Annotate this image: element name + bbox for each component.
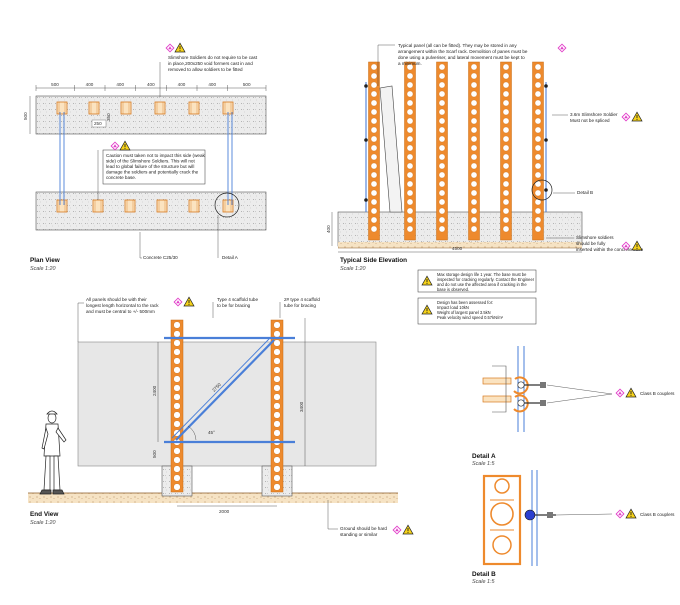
plan-caution-text: Caution must taken not to impact this si…: [106, 153, 206, 180]
detail-b: Class B couplers Detail B Scale 1:5: [472, 470, 675, 585]
warning-triangle-icon: [174, 42, 186, 53]
design-notes: Max storage design life 1 year. The base…: [417, 269, 537, 325]
end-type4-note-2: 2# type 4 scaffold tube for bracing: [284, 297, 321, 308]
plan-concrete-label: Concrete C25/30: [143, 255, 178, 260]
void-former-icon: [120, 101, 132, 115]
coupler-icon: [524, 509, 556, 521]
void-former-icon: [156, 199, 168, 213]
plan-dim-top: 400: [116, 82, 124, 87]
side-ground: [338, 242, 582, 248]
design-load-note: Design has been assessed for: Impact loa…: [437, 300, 504, 320]
detail-a-callout-circle: [214, 192, 240, 218]
side-detail-b-label: Detail B: [577, 190, 593, 195]
detail-b-couplers-label: Class B couplers: [640, 512, 675, 517]
void-former-icon: [92, 199, 104, 213]
end-view-scale: Scale 1:20: [30, 520, 55, 526]
hazard-diamond-icon: [557, 43, 567, 53]
plan-view-title: Plan View: [30, 257, 60, 264]
plan-dim-small: 250: [94, 121, 102, 126]
side-elevation: Typical panel (all can be fitted). They …: [326, 43, 644, 272]
side-typical-panel: [379, 85, 403, 213]
end-ground-note: Ground should be hard standing or simila…: [340, 526, 388, 537]
end-panel: [77, 341, 377, 467]
side-soldier-note: 3.6m Slimshore Soldier Must not be splic…: [570, 112, 619, 123]
detail-b-scale: Scale 1:5: [472, 579, 495, 585]
hazard-diamond-icon: [165, 43, 175, 53]
hazard-diamond-icon: [621, 112, 631, 122]
end-type4-note: Type 4 scaffold tube to be for bracing: [217, 297, 259, 308]
end-diagonal-tube: [175, 339, 275, 441]
design-life-note-box: [417, 269, 537, 293]
detail-a-couplers-label: Class B couplers: [640, 391, 675, 396]
hazard-diamond-icon: [615, 388, 625, 398]
end-view: 2750 45° 2400 500 3400 2000 All panels s…: [28, 296, 414, 537]
end-angle: 45°: [208, 430, 215, 435]
plan-dimensions: 500 400 400 400 400 400 500: [35, 82, 267, 91]
detail-b-title: Detail B: [472, 571, 496, 578]
worker-figure-icon: [39, 410, 67, 495]
void-former-icon: [124, 199, 136, 213]
coupler-bottom-icon: [513, 394, 546, 413]
warning-triangle-icon: [631, 111, 643, 122]
design-life-note: Max storage design life 1 year. The base…: [437, 272, 535, 292]
void-former-icon: [188, 101, 200, 115]
end-dim-panel-height: 2400: [152, 385, 157, 396]
side-elevation-title: Typical Side Elevation: [340, 257, 407, 264]
void-former-icon: [56, 199, 68, 213]
end-dim-total: 3400: [299, 401, 304, 412]
end-view-title: End View: [30, 511, 58, 518]
warning-triangle-icon: [402, 524, 414, 535]
hazard-diamond-icon: [392, 525, 402, 535]
side-dim-base-width: 4500: [452, 246, 463, 251]
warning-triangle-icon: [625, 387, 637, 398]
plan-dim-top: 400: [208, 82, 216, 87]
plan-view: 500 400 400 400 400 400 500 500 350 250 Slimsh…: [23, 42, 267, 272]
end-dim-diag: 2750: [211, 382, 222, 393]
end-ground: [28, 493, 398, 503]
end-dim-bottom: 500: [152, 450, 157, 458]
void-former-icon: [88, 101, 100, 115]
plan-dim-top: 400: [147, 82, 155, 87]
plan-caution-box: [102, 149, 206, 185]
detail-a: Class B couplers Detail A Scale 1:5: [472, 346, 675, 467]
warning-triangle-icon: [183, 296, 195, 307]
void-former-icon: [154, 101, 166, 115]
coupler-top-icon: [513, 376, 546, 395]
plan-view-scale: Scale 1:20: [30, 266, 55, 272]
plan-soldiers-note: Slimshore Soldiers do not require to be …: [168, 55, 258, 72]
plan-dim-top: 500: [51, 82, 59, 87]
detail-b-callout-circle: [531, 179, 553, 201]
plan-dim-top: 500: [243, 82, 251, 87]
side-soldiers-inserted-note: Slimshore soldiers should be fully inser…: [576, 235, 644, 252]
hazard-diamond-icon: [615, 509, 625, 519]
end-panels-note: All panels should be with their longest …: [86, 297, 160, 314]
end-soldiers: [170, 319, 284, 493]
plan-dim-top: 400: [178, 82, 186, 87]
void-former-icon: [188, 199, 200, 213]
plan-dim-top: 400: [86, 82, 94, 87]
warning-triangle-icon: [631, 240, 643, 251]
warning-triangle-icon: [119, 140, 131, 151]
void-former-icon: [56, 101, 68, 115]
plan-dim-centre: 350: [106, 113, 111, 121]
side-soldiers: [368, 61, 544, 241]
side-elevation-scale: Scale 1:20: [340, 266, 365, 272]
hazard-diamond-icon: [173, 297, 183, 307]
plan-detail-a-label: Detail A: [222, 255, 239, 260]
detail-a-scale: Scale 1:5: [472, 461, 495, 467]
design-load-note-box: [417, 297, 537, 325]
hazard-diamond-icon: [110, 141, 120, 151]
end-dim-base: 2000: [219, 509, 230, 514]
side-dim-base-height: 400: [326, 225, 331, 233]
side-typical-panel-note: Typical panel (all can be fitted). They …: [398, 43, 529, 66]
detail-a-title: Detail A: [472, 453, 496, 460]
plan-dim-side: 500: [23, 112, 28, 120]
warning-triangle-icon: [625, 508, 637, 519]
